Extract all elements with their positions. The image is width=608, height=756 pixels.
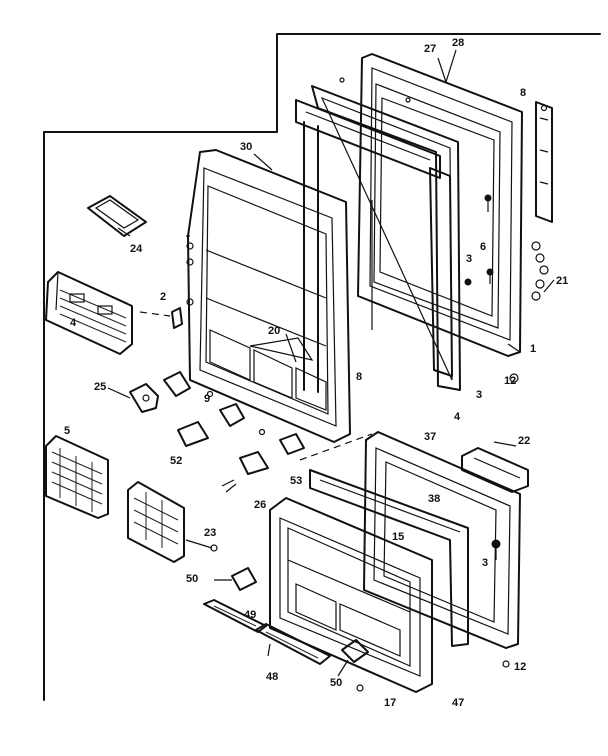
callout-24: 24 xyxy=(130,243,143,255)
callout-28: 28 xyxy=(452,37,464,49)
callout-52: 52 xyxy=(170,455,182,467)
callout-2: 2 xyxy=(160,291,166,303)
callout-38: 38 xyxy=(428,493,440,505)
callout-6: 6 xyxy=(480,241,486,253)
hinge-clips-middle xyxy=(163,371,305,493)
callout-47: 47 xyxy=(452,697,464,709)
leader-lines xyxy=(107,49,555,677)
callout-9: 9 xyxy=(204,393,210,405)
grille-panel-23 xyxy=(127,481,218,563)
callout-3-low: 3 xyxy=(482,557,488,569)
hinge-bracket-top xyxy=(535,101,553,223)
clip-part-2 xyxy=(139,307,183,329)
grille-panel-left xyxy=(45,435,109,519)
clip-part-25 xyxy=(129,383,159,413)
callout-30: 30 xyxy=(240,141,252,153)
hinge-hardware xyxy=(531,241,549,301)
callout-21: 21 xyxy=(556,275,568,287)
callout-27: 27 xyxy=(424,43,436,55)
callout-15: 15 xyxy=(392,531,404,543)
callout-49: 49 xyxy=(244,609,256,621)
callout-26: 26 xyxy=(254,499,266,511)
callout-12-low: 12 xyxy=(514,661,526,673)
callout-labels: 27 28 30 8 24 2 4 20 3 6 21 1 12 25 9 8 … xyxy=(64,37,568,709)
lower-strips xyxy=(203,567,510,692)
callout-48: 48 xyxy=(266,671,278,683)
callout-50-right: 50 xyxy=(330,677,342,689)
callout-4-mid: 4 xyxy=(454,411,461,423)
inner-door-liner-top xyxy=(186,149,351,443)
outer-door-panel xyxy=(357,53,523,357)
lower-inner-liner xyxy=(269,497,433,693)
screws-top xyxy=(339,77,519,383)
callout-4-left: 4 xyxy=(70,317,77,329)
door-handle xyxy=(461,447,529,493)
breaker-strip-top xyxy=(295,99,453,393)
callout-5: 5 xyxy=(64,425,70,437)
callout-3-top: 3 xyxy=(466,253,472,265)
callout-53: 53 xyxy=(290,475,302,487)
callout-37: 37 xyxy=(424,431,436,443)
callout-20: 20 xyxy=(268,325,280,337)
callout-17: 17 xyxy=(384,697,396,709)
callout-12-top: 12 xyxy=(504,375,516,387)
callout-22: 22 xyxy=(518,435,530,447)
callout-3-mid: 3 xyxy=(476,389,482,401)
butter-door-frame xyxy=(87,195,147,237)
callout-25: 25 xyxy=(94,381,106,393)
callout-23: 23 xyxy=(204,527,216,539)
callout-8-top: 8 xyxy=(520,87,526,99)
diagram-border xyxy=(43,33,601,701)
callout-50-left: 50 xyxy=(186,573,198,585)
callout-1: 1 xyxy=(530,343,536,355)
lower-gasket xyxy=(299,433,469,647)
dairy-compartment xyxy=(45,271,133,355)
callout-8-mid: 8 xyxy=(356,371,362,383)
